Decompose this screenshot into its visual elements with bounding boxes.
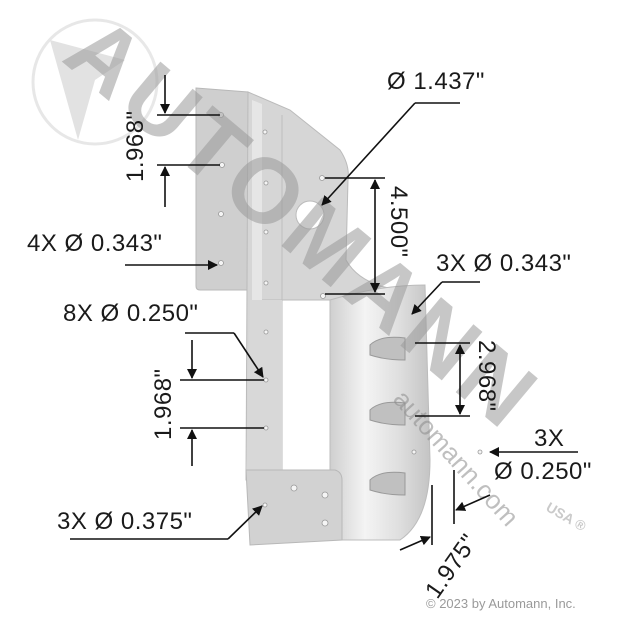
bottom-plate bbox=[245, 469, 343, 546]
tube-slots bbox=[369, 336, 406, 496]
watermark-logo-icon bbox=[31, 18, 159, 146]
dim-vertical-span: 4.500" bbox=[385, 186, 412, 258]
dim-right-holes: 3X Ø 0.343" bbox=[436, 250, 572, 277]
dim-left-holes: 4X Ø 0.343" bbox=[27, 230, 163, 257]
svg-text:USA ®: USA ® bbox=[544, 499, 590, 535]
mounting-holes bbox=[218, 112, 483, 527]
dim-center-hole: Ø 1.437" bbox=[387, 68, 485, 95]
dim-bottom-holes: 3X Ø 0.375" bbox=[57, 508, 193, 535]
dimension-lines bbox=[70, 75, 578, 551]
dim-side-holes-dia: Ø 0.250" bbox=[494, 458, 592, 485]
dim-lower-left-spacing: 1.968" bbox=[150, 368, 177, 440]
center-hole bbox=[295, 200, 325, 230]
dim-top-left-spacing: 1.968" bbox=[122, 110, 149, 182]
copyright-text: © 2023 by Automann, Inc. bbox=[426, 596, 576, 611]
dim-small-holes: 8X Ø 0.250" bbox=[63, 300, 199, 327]
dim-right-spacing: 2.968" bbox=[473, 340, 500, 412]
dim-side-holes-count: 3X bbox=[534, 425, 565, 452]
